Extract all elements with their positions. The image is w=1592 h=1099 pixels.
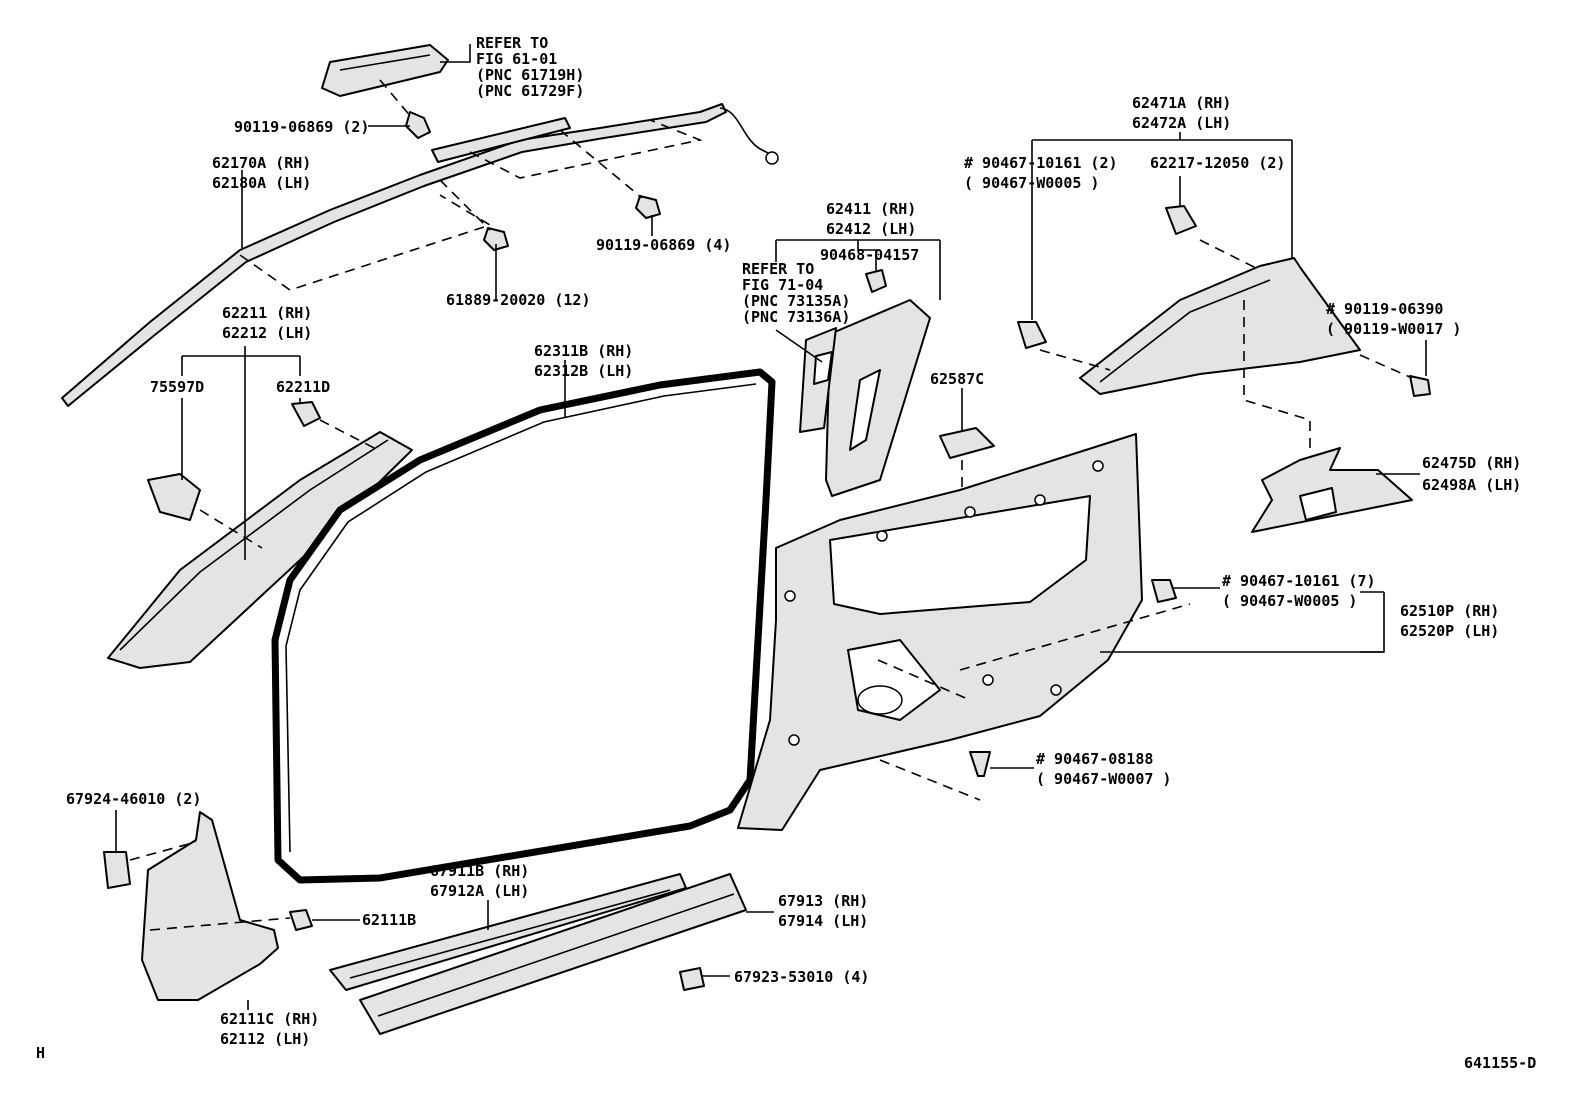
leader-lines	[115, 44, 1427, 1010]
airbag-bracket-part	[321, 44, 449, 97]
clip-62111B-label: 62111B	[362, 911, 416, 929]
clip-67923-label: 67923-53010 (4)	[734, 968, 869, 986]
b-pillar-garnish-part	[799, 299, 931, 497]
clip-90467-10161-2-part	[1017, 321, 1047, 349]
clip-75597D-part	[147, 473, 263, 549]
clip-90467-08188-part	[969, 751, 991, 777]
screw-90119-06390-part	[1359, 354, 1431, 397]
bolt-90119-06869-4-label: 90119-06869 (4)	[596, 236, 731, 254]
bolt-90119-06869-top	[379, 79, 431, 139]
weatherstrip-label: 62311B (RH) 62312B (LH)	[534, 342, 642, 380]
step-cover-label: 67913 (RH) 67914 (LH)	[778, 892, 877, 930]
clip-61889-part	[439, 179, 509, 251]
clip-67923-part	[679, 967, 705, 991]
part-75597D-label: 75597D	[150, 378, 204, 396]
cover-62475D-part	[1251, 447, 1413, 533]
clip-62211D-part	[291, 401, 379, 451]
cowl-garnish-label: 62111C (RH) 62112 (LH)	[220, 1010, 328, 1048]
cover-62475D-label: 62475D (RH) 62498A (LH)	[1422, 454, 1530, 494]
clip-90467-10161-2-label: # 90467-10161 (2) ( 90467-W0005 )	[964, 154, 1127, 192]
screw-90119-06390-label: # 90119-06390 ( 90119-W0017 )	[1326, 300, 1461, 338]
bolt-90119-06869-2-label: 90119-06869 (2)	[234, 118, 369, 136]
part-62211D-label: 62211D	[276, 378, 330, 396]
b-pillar-garnish-label: 62411 (RH) 62412 (LH)	[826, 200, 925, 238]
part-62587C-label: 62587C	[930, 370, 984, 388]
quarter-trim-part	[737, 433, 1191, 831]
upper-quarter-trim-part	[1039, 239, 1361, 450]
nut-67924-part	[103, 841, 197, 889]
cowl-garnish-part	[141, 811, 291, 1001]
a-pillar-garnish-label: 62211 (RH) 62212 (LH)	[222, 304, 321, 342]
clip-62217-part	[1165, 205, 1197, 235]
refer-fig61-label: REFER TO FIG 61-01 (PNC 61719H) (PNC 617…	[476, 34, 593, 100]
clip-62217-label: 62217-12050 (2)	[1150, 154, 1285, 172]
curtain-airbag-label: 62170A (RH) 62180A (LH)	[212, 154, 320, 192]
figure-number-label: 641155-D	[1464, 1054, 1536, 1072]
nut-67924-label: 67924-46010 (2)	[66, 790, 201, 808]
weatherstrip-part	[271, 368, 776, 884]
scuff-plate-label: 67911B (RH) 67912A (LH)	[430, 862, 538, 900]
clip-90467-08188-label: # 90467-08188 ( 90467-W0007 )	[1036, 750, 1171, 788]
clip-90468-label: 90468-04157	[820, 246, 919, 264]
clip-90468-part	[865, 269, 887, 293]
quarter-trim-label: 62510P (RH) 62520P (LH)	[1400, 602, 1508, 640]
clip-62111B-part	[289, 909, 313, 931]
bolt-90119-06869-right	[559, 129, 661, 219]
clip-90467-10161-7-label: # 90467-10161 (7) ( 90467-W0005 )	[1222, 572, 1385, 610]
corner-h-label: H	[36, 1044, 45, 1062]
refer-fig71-label: REFER TO FIG 71-04 (PNC 73135A) (PNC 731…	[742, 260, 859, 326]
clip-90467-10161-7-part	[1151, 579, 1177, 603]
upper-quarter-trim-label: 62471A (RH) 62472A (LH)	[1132, 94, 1240, 132]
curtain-airbag-part	[61, 103, 779, 407]
step-cover-part	[359, 873, 747, 1035]
clip-61889-label: 61889-20020 (12)	[446, 291, 591, 309]
